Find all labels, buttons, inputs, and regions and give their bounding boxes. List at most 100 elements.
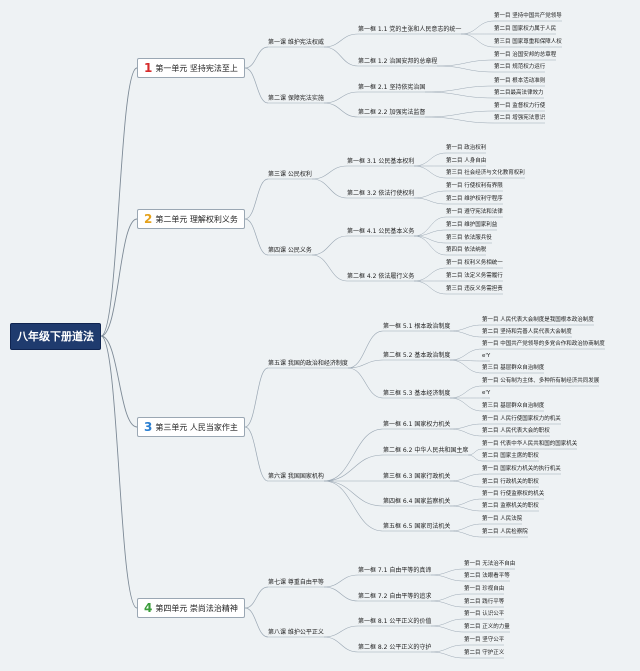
connector — [323, 480, 384, 507]
lesson-topic[interactable]: 第七课 尊重自由平等 — [268, 579, 324, 586]
connector — [347, 359, 384, 369]
item-topic[interactable]: 第三目 基层群众自治制度 — [482, 365, 545, 371]
connector — [430, 625, 465, 633]
frame-topic[interactable]: 第一框 7.1 自由平等的真谛 — [358, 567, 432, 574]
item-topic[interactable]: 第三目 国家尊重和保障人权 — [494, 39, 562, 45]
item-topic[interactable]: 第一目 监督权力行使 — [494, 103, 546, 109]
item-topic[interactable]: 第二目 规范权力运行 — [494, 64, 546, 70]
item-topic[interactable]: 第三目 依法服兵役 — [446, 235, 492, 241]
frame-topic[interactable]: 第三框 6.3 国家行政机关 — [383, 473, 451, 480]
item-topic[interactable]: 第二目 国家主席的职权 — [482, 453, 539, 459]
connector — [424, 110, 495, 118]
frame-topic[interactable]: 第二框 1.2 治国安邦的总章程 — [358, 58, 438, 65]
item-topic[interactable]: 第二目 法定义务需履行 — [446, 273, 503, 279]
lesson-topic[interactable]: 第一课 维护宪法权威 — [268, 39, 324, 46]
lesson-topic[interactable]: 第六课 我国国家机构 — [268, 473, 324, 480]
item-topic[interactable]: 第二目 守护正义 — [464, 650, 505, 656]
frame-topic[interactable]: 第二框 3.2 依法行使权利 — [347, 190, 415, 197]
item-topic[interactable]: 第一目 珍视自由 — [464, 586, 505, 592]
item-topic[interactable]: 第一目 根本活动准则 — [494, 78, 546, 84]
item-topic[interactable]: 第一目 人民行使国家权力的机关 — [482, 416, 561, 422]
unit-number: 1 — [144, 61, 153, 75]
unit-number: 4 — [144, 601, 153, 615]
item-topic[interactable]: 第一目 政治权利 — [446, 145, 487, 151]
lesson-topic[interactable]: 第八课 维护公平正义 — [268, 629, 324, 636]
item-topic[interactable]: 第一目 人民法院 — [482, 516, 523, 522]
frame-topic[interactable]: 第三框 5.3 基本经济制度 — [383, 390, 451, 397]
item-topic[interactable]: 第二目 坚持和完善人民代表大会制度 — [482, 329, 572, 335]
item-topic[interactable]: 第二目 国家权力属于人民 — [494, 26, 557, 32]
frame-topic[interactable]: 第二框 6.2 中华人民共和国主席 — [383, 447, 469, 454]
item-topic[interactable]: 第一目 人民代表大会制度是我国根本政治制度 — [482, 317, 594, 323]
item-topic[interactable]: 第一目 公有制为主体、多种所有制经济共同发展 — [482, 378, 600, 384]
frame-topic[interactable]: 第一框 1.1 党的主张和人民意志的统一 — [358, 26, 462, 33]
connector — [311, 235, 348, 256]
item-topic[interactable]: 第二目 监察机关的职权 — [482, 503, 539, 509]
frame-topic[interactable]: 第一框 5.1 根本政治制度 — [383, 323, 451, 330]
item-topic[interactable]: 第二目 人民代表大会的职权 — [482, 428, 550, 434]
root-topic[interactable]: 八年级下册道法 — [10, 322, 101, 350]
item-topic[interactable]: 第一目 权利义务相统一 — [446, 260, 503, 266]
frame-topic[interactable]: 第二框 8.2 公平正义的守护 — [358, 644, 432, 651]
item-topic[interactable]: 第四目 依法纳税 — [446, 247, 487, 253]
frame-topic[interactable]: 第一框 4.1 公民基本义务 — [347, 228, 415, 235]
item-topic[interactable]: 第二目 维护权利守程序 — [446, 196, 503, 202]
item-topic[interactable]: e'Y — [482, 390, 491, 396]
frame-topic[interactable]: 第二框 5.2 基本政治制度 — [383, 352, 451, 359]
item-topic[interactable]: 第二目 维护国家利益 — [446, 222, 498, 228]
item-topic[interactable]: 第一目 行使权利有界限 — [446, 183, 503, 189]
frame-topic[interactable]: 第一框 2.1 坚持依宪治国 — [358, 84, 426, 91]
frame-topic[interactable]: 第二框 2.2 加强宪法监督 — [358, 109, 426, 116]
connector — [449, 385, 483, 399]
lesson-topic[interactable]: 第二课 保障宪法实施 — [268, 95, 324, 102]
connector — [323, 33, 359, 48]
connector — [323, 428, 384, 482]
item-topic[interactable]: 第二目 人身自由 — [446, 158, 487, 164]
item-topic[interactable]: 第一目 无法治不自由 — [464, 561, 516, 567]
frame-topic[interactable]: 第五框 6.5 国家司法机关 — [383, 523, 451, 530]
connector — [424, 116, 495, 124]
connector — [430, 568, 465, 576]
lesson-topic[interactable]: 第五课 我国的政治和经济制度 — [268, 360, 348, 367]
frame-topic[interactable]: 第四框 6.4 国家监察机关 — [383, 498, 451, 505]
connector — [413, 190, 447, 199]
item-topic[interactable]: 第一目 国家权力机关的执行机关 — [482, 466, 561, 472]
connector — [424, 91, 495, 99]
item-topic[interactable]: 第三目 基层群众自治制度 — [482, 403, 545, 409]
item-topic[interactable]: 第一目 治国安邦的总章程 — [494, 52, 557, 58]
connector — [424, 85, 495, 93]
connector — [449, 530, 483, 538]
item-topic[interactable]: 第一目 代表中华人民共和国的国家机关 — [482, 441, 578, 447]
frame-topic[interactable]: 第一框 3.1 公民基本权利 — [347, 158, 415, 165]
item-topic[interactable]: 第一目 坚守公平 — [464, 637, 505, 643]
lesson-topic[interactable]: 第三课 公民权利 — [268, 171, 312, 178]
item-topic[interactable]: 第二目最高法律效力 — [494, 90, 544, 96]
connector — [323, 574, 359, 588]
frame-topic[interactable]: 第一框 8.1 公平正义的价值 — [358, 618, 432, 625]
item-topic[interactable]: 第一目 遵守宪法和法律 — [446, 209, 503, 215]
lesson-topic[interactable]: 第四课 公民义务 — [268, 247, 312, 254]
item-topic[interactable]: 第一目 认识公平 — [464, 611, 505, 617]
item-topic[interactable]: 第二目 正义的力量 — [464, 624, 510, 630]
connector — [467, 454, 483, 462]
item-topic[interactable]: 第二目 行政机关的职权 — [482, 479, 539, 485]
connector — [244, 218, 269, 256]
item-topic[interactable]: 第二目 法眼看平等 — [464, 573, 510, 579]
item-topic[interactable]: 第三目 违反义务需担责 — [446, 286, 503, 292]
item-topic[interactable]: 第一目 坚持中国共产党领导 — [494, 13, 562, 19]
item-topic[interactable]: 第三目 社会经济与文化教育权利 — [446, 170, 525, 176]
item-topic[interactable]: 第一目 中国共产党领导的多党合作和政治协商制度 — [482, 341, 605, 347]
frame-topic[interactable]: 第二框 4.2 依法履行义务 — [347, 273, 415, 280]
frame-topic[interactable]: 第一框 6.1 国家权力机关 — [383, 421, 451, 428]
item-topic[interactable]: 第二目 践行平等 — [464, 599, 505, 605]
item-topic[interactable]: 第一目 行使监察权的机关 — [482, 491, 545, 497]
connector — [413, 229, 447, 237]
frame-topic[interactable]: 第二框 7.2 自由平等的追求 — [358, 593, 432, 600]
item-topic[interactable]: e'Y — [482, 353, 491, 359]
item-topic[interactable]: 第二目 增强宪法意识 — [494, 115, 546, 121]
item-topic[interactable]: 第二目 人民检察院 — [482, 529, 528, 535]
